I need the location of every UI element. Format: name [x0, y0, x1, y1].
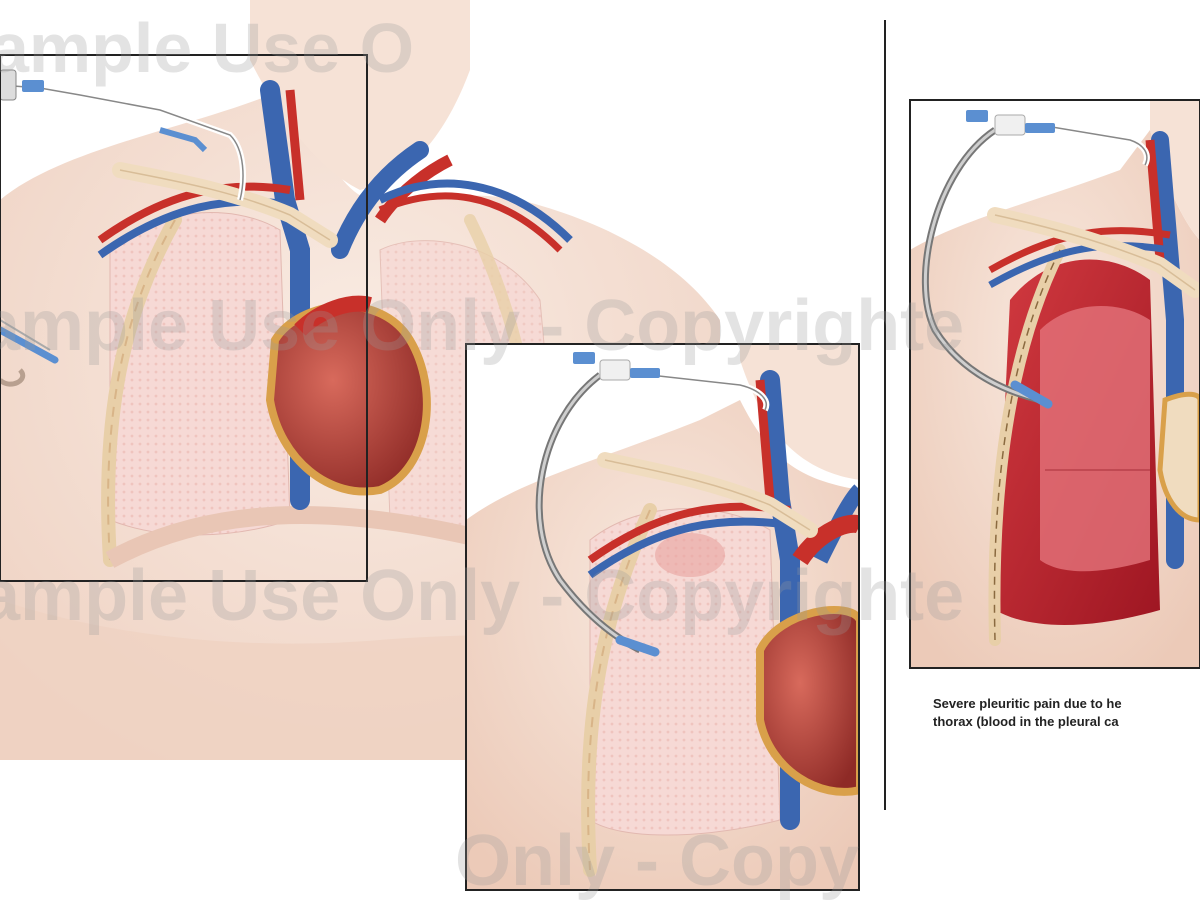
panel-2	[465, 343, 860, 891]
watermark: ample Use O ample Use Only - Copyrighte …	[0, 9, 964, 900]
panel-1	[0, 54, 573, 582]
caption-line-1: Severe pleuritic pain due to he	[933, 696, 1122, 711]
watermark-row-1: ample Use Only - Copyrighte	[0, 286, 964, 366]
caption-line-2: thorax (blood in the pleural ca	[933, 714, 1119, 729]
watermark-row-3: Only - Copy	[455, 821, 859, 900]
watermark-row-0: ample Use O	[0, 9, 414, 87]
caption: Severe pleuritic pain due to he thorax (…	[933, 695, 1200, 731]
panel-3	[909, 99, 1200, 669]
watermark-row-2: ample Use Only - Copyrighte	[0, 556, 964, 636]
